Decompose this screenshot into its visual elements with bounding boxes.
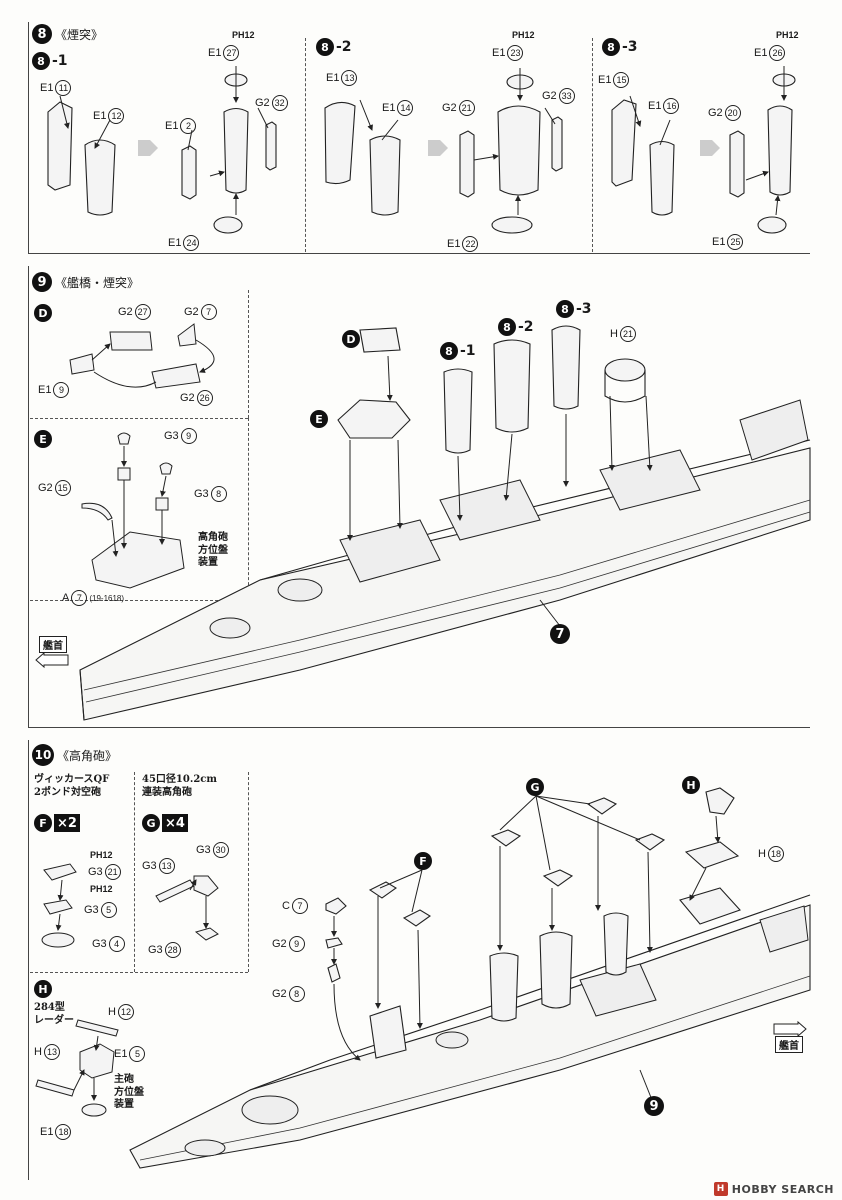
bow-indicator-step10: 艦首	[772, 1020, 807, 1053]
step8-header: 8 《煙突》	[32, 24, 103, 44]
step9-header: 9 《艦橋・煙突》	[32, 272, 139, 292]
hobby-search-logo-icon: H	[713, 1182, 728, 1196]
main-callout-g: G	[526, 778, 544, 796]
step10-panel	[28, 740, 810, 1180]
sub-step-8-3: 8-3	[602, 38, 638, 56]
step8-panel	[28, 22, 810, 254]
ref-step-7: 7	[550, 624, 570, 644]
sub-assembly-h: H	[34, 980, 52, 998]
main-callout-8-1: 8-1	[440, 342, 476, 360]
main-callout-8-2: 8-2	[498, 318, 534, 336]
diagram-8-1	[47, 66, 796, 234]
main-callout-8-3: 8-3	[556, 300, 592, 318]
bow-indicator-step9: 艦首	[35, 636, 70, 669]
step10-header: 10 《高角砲》	[32, 744, 117, 766]
ref-step-9: 9	[644, 1096, 664, 1116]
sub-step-8-2: 8-2	[316, 38, 352, 56]
diagram-step9-subs	[69, 323, 215, 589]
main-callout-d: D	[342, 330, 360, 348]
h-radar-description: 284型レーダー	[34, 1002, 74, 1026]
sub-assembly-f: F×2	[34, 814, 80, 832]
main-callout-h: H	[682, 776, 700, 794]
sub-assembly-d: D	[34, 304, 52, 322]
step8-number: 8	[32, 24, 52, 44]
h-director-description: 主砲方位盤装置	[114, 1074, 144, 1110]
note-ha-director: 高角砲方位盤装置	[198, 532, 228, 568]
step9-panel	[28, 266, 810, 728]
step8-title: 《煙突》	[55, 27, 104, 42]
sub-step-8-1: 8-1	[32, 52, 68, 70]
main-callout-f: F	[414, 852, 432, 870]
sub-assembly-e: E	[34, 430, 52, 448]
ship-hull-step9	[79, 325, 811, 721]
main-callout-e: E	[310, 410, 328, 428]
sub-assembly-g: G×4	[142, 814, 188, 832]
part-ph12: PH12	[232, 30, 255, 40]
